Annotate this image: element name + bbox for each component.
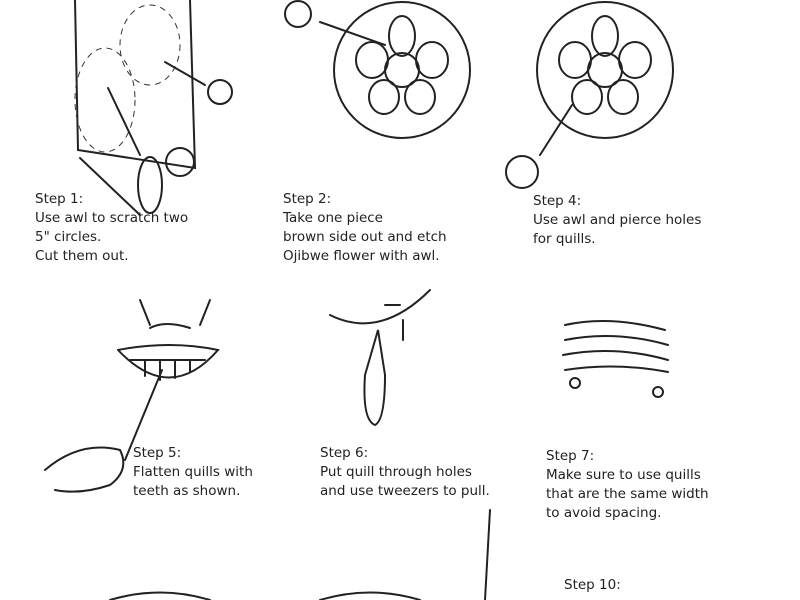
step-line: for quills. [533, 231, 596, 247]
step-line: Use awl to scratch two [35, 210, 189, 226]
step-10-text: Step 10: [564, 576, 621, 595]
flower-etching-illustration [284, 0, 471, 139]
tweezers-illustration [329, 289, 431, 427]
birchbark-scissors-illustration [74, 0, 233, 216]
step-title: Step 2: [283, 191, 332, 207]
step-4-text: Step 4: Use awl and pierce holes for qui… [533, 192, 701, 249]
step-2-text: Step 2: Take one piece brown side out an… [283, 190, 447, 266]
step-line: brown side out and etch [283, 229, 447, 245]
step-title: Step 10: [564, 577, 621, 593]
step-7-text: Step 7: Make sure to use quills that are… [546, 447, 709, 523]
step-title: Step 1: [35, 191, 84, 207]
quill-rows-illustration [562, 320, 669, 398]
step-1-text: Step 1: Use awl to scratch two 5" circle… [35, 190, 188, 266]
step-title: Step 4: [533, 193, 582, 209]
step-line: Put quill through holes [320, 464, 472, 480]
step-line: Take one piece [283, 210, 383, 226]
flatten-quill-teeth-illustration [44, 299, 220, 493]
pierce-holes-illustration [505, 1, 674, 189]
step-6-text: Step 6: Put quill through holes and use … [320, 444, 490, 501]
step-line: Cut them out. [35, 248, 129, 264]
step-line: 5" circles. [35, 229, 102, 245]
step-title: Step 7: [546, 448, 595, 464]
step-line: Ojibwe flower with awl. [283, 248, 440, 264]
step-title: Step 5: [133, 445, 182, 461]
step-line: to avoid spacing. [546, 505, 662, 521]
bottom-partial-illustrations [109, 509, 491, 600]
step-line: Flatten quills with [133, 464, 253, 480]
step-line: and use tweezers to pull. [320, 483, 490, 499]
step-line: Use awl and pierce holes [533, 212, 702, 228]
step-5-text: Step 5: Flatten quills with teeth as sho… [133, 444, 253, 501]
step-line: Make sure to use quills [546, 467, 701, 483]
step-line: that are the same width [546, 486, 709, 502]
step-line: teeth as shown. [133, 483, 241, 499]
step-title: Step 6: [320, 445, 369, 461]
